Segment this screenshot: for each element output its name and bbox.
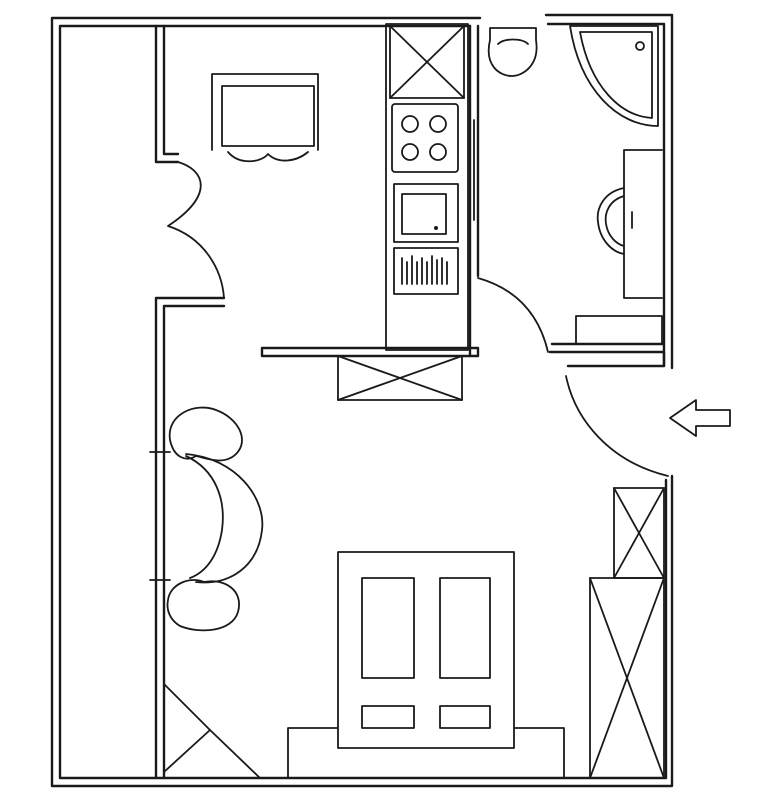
sofa bbox=[166, 406, 264, 632]
outer-walls bbox=[50, 13, 674, 788]
tall-cabinet-upper bbox=[613, 487, 665, 579]
oven bbox=[393, 183, 459, 243]
bathroom-door[interactable] bbox=[477, 277, 549, 353]
shower bbox=[569, 25, 659, 127]
doors bbox=[167, 161, 669, 477]
bathroom bbox=[487, 25, 663, 345]
hall-door[interactable] bbox=[167, 161, 225, 299]
cooktop bbox=[391, 103, 459, 173]
bed bbox=[337, 551, 515, 749]
tall-cabinet-lower bbox=[589, 577, 665, 779]
corner-cabinet bbox=[163, 683, 261, 779]
kitchen-cabinet bbox=[389, 25, 465, 99]
toilet bbox=[487, 27, 538, 77]
bath-cabinet bbox=[575, 315, 663, 345]
dish-rack bbox=[393, 247, 459, 295]
kitchenette bbox=[337, 23, 469, 401]
wardrobe bbox=[211, 73, 319, 163]
counter-cabinet bbox=[337, 355, 463, 401]
interior-walls bbox=[149, 24, 666, 780]
entrance-door[interactable] bbox=[565, 375, 669, 477]
entrance-arrow-icon bbox=[669, 399, 731, 437]
washbasin bbox=[596, 149, 663, 299]
living-room bbox=[163, 406, 665, 779]
